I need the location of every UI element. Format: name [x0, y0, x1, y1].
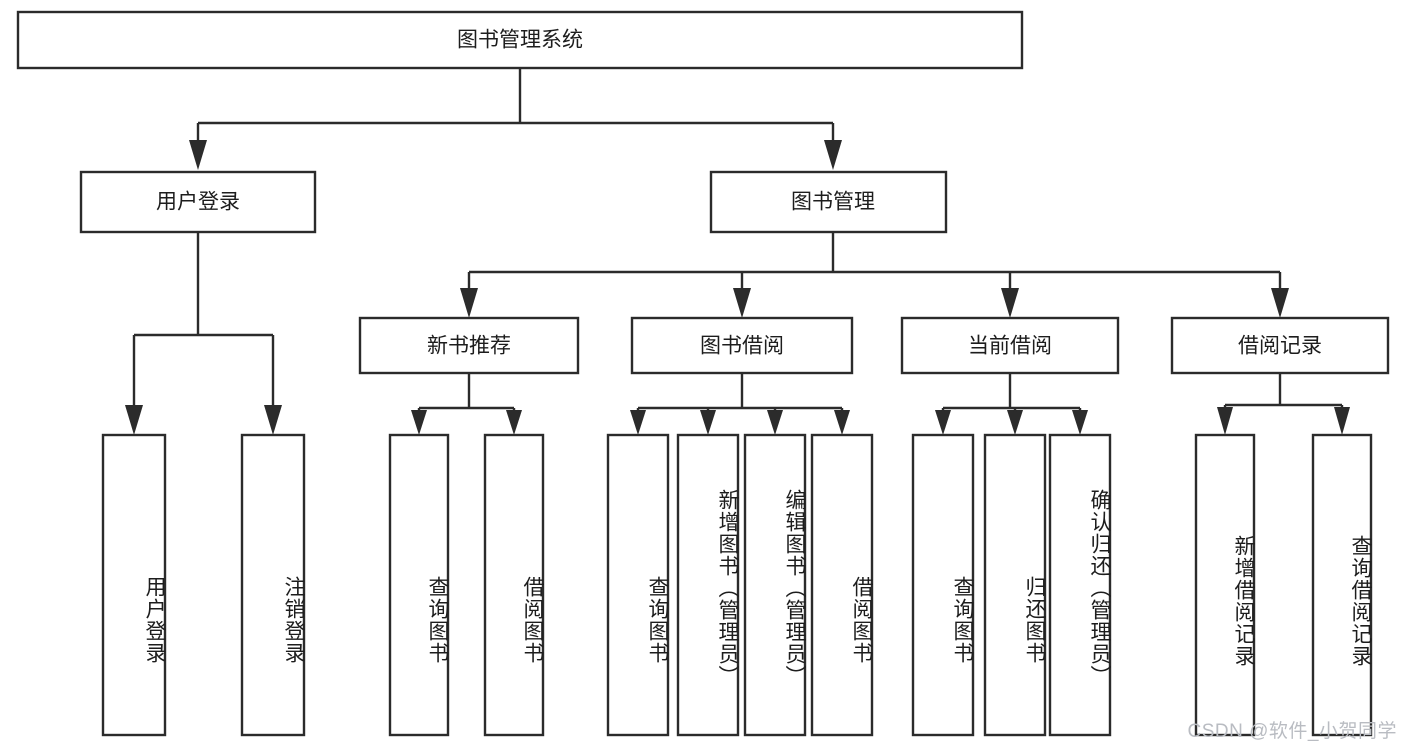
arrow-book-mgmt-to-current	[1001, 288, 1019, 318]
node-book-borrow[interactable]: 图书借阅	[630, 316, 854, 375]
leaf-box-edit-book-admin[interactable]	[743, 433, 807, 737]
node-new-book-recommend-box[interactable]	[358, 316, 580, 375]
arrow-book-mgmt-to-borrow	[733, 288, 751, 318]
arrow-borrow-leaf-2	[700, 410, 716, 435]
node-book-management[interactable]: 图书管理	[709, 170, 948, 234]
leaf-box-borrow-book[interactable]	[810, 433, 874, 737]
leaf-box-borrow-book-rec[interactable]	[483, 433, 545, 737]
arrow-root-to-user-login	[189, 140, 207, 170]
leaf-box-query-borrow-record[interactable]	[1311, 433, 1373, 737]
arrow-new-book-leaf-1	[411, 410, 427, 435]
node-borrow-record-label: 借阅记录	[1238, 335, 1322, 358]
node-current-borrow-box[interactable]	[900, 316, 1120, 375]
node-book-borrow-box[interactable]	[630, 316, 854, 375]
arrow-record-leaf-1	[1217, 407, 1233, 435]
leaf-box-add-book-admin[interactable]	[676, 433, 740, 737]
node-current-borrow[interactable]: 当前借阅	[900, 316, 1120, 375]
arrow-book-mgmt-to-record	[1271, 288, 1289, 318]
leaf-box-query-book-rec[interactable]	[388, 433, 450, 737]
node-user-login-box[interactable]	[79, 170, 317, 234]
node-root[interactable]: 图书管理系统	[16, 10, 1024, 70]
node-new-book-recommend[interactable]: 新书推荐	[358, 316, 580, 375]
arrow-user-login-leaf-2	[264, 405, 282, 435]
leaf-box-logout[interactable]	[240, 433, 306, 737]
connector-group	[125, 68, 1350, 435]
arrow-root-to-book-mgmt	[824, 140, 842, 170]
arrow-book-mgmt-to-new-book	[460, 288, 478, 318]
arrow-new-book-leaf-2	[506, 410, 522, 435]
arrow-current-leaf-1	[935, 410, 951, 435]
watermark-text: CSDN @软件_小贺同学	[1187, 721, 1397, 742]
arrow-record-leaf-2	[1334, 407, 1350, 435]
leaf-box-return-book[interactable]	[983, 433, 1047, 737]
node-root-box[interactable]	[16, 10, 1024, 70]
leaf-box-query-book-borrow[interactable]	[606, 433, 670, 737]
arrow-user-login-leaf-1	[125, 405, 143, 435]
leaf-box-user-login[interactable]	[101, 433, 167, 737]
arrow-borrow-leaf-1	[630, 410, 646, 435]
node-book-management-box[interactable]	[709, 170, 948, 234]
node-borrow-record-box[interactable]	[1170, 316, 1390, 375]
node-borrow-record[interactable]: 借阅记录	[1170, 316, 1390, 375]
leaf-box-add-borrow-record[interactable]	[1194, 433, 1256, 737]
node-user-login-label: 用户登录	[156, 191, 240, 214]
arrow-current-leaf-3	[1072, 410, 1088, 435]
node-book-borrow-label: 图书借阅	[700, 335, 784, 358]
leaf-box-confirm-return-admin[interactable]	[1048, 433, 1112, 737]
arrow-borrow-leaf-4	[834, 410, 850, 435]
leaf-box-group	[101, 433, 1373, 737]
node-root-label: 图书管理系统	[457, 29, 583, 52]
arrow-current-leaf-2	[1007, 410, 1023, 435]
node-book-management-label: 图书管理	[791, 191, 875, 214]
node-user-login[interactable]: 用户登录	[79, 170, 317, 234]
arrow-borrow-leaf-3	[767, 410, 783, 435]
node-new-book-recommend-label: 新书推荐	[427, 335, 511, 358]
leaf-box-query-book-current[interactable]	[911, 433, 975, 737]
node-current-borrow-label: 当前借阅	[968, 335, 1052, 358]
